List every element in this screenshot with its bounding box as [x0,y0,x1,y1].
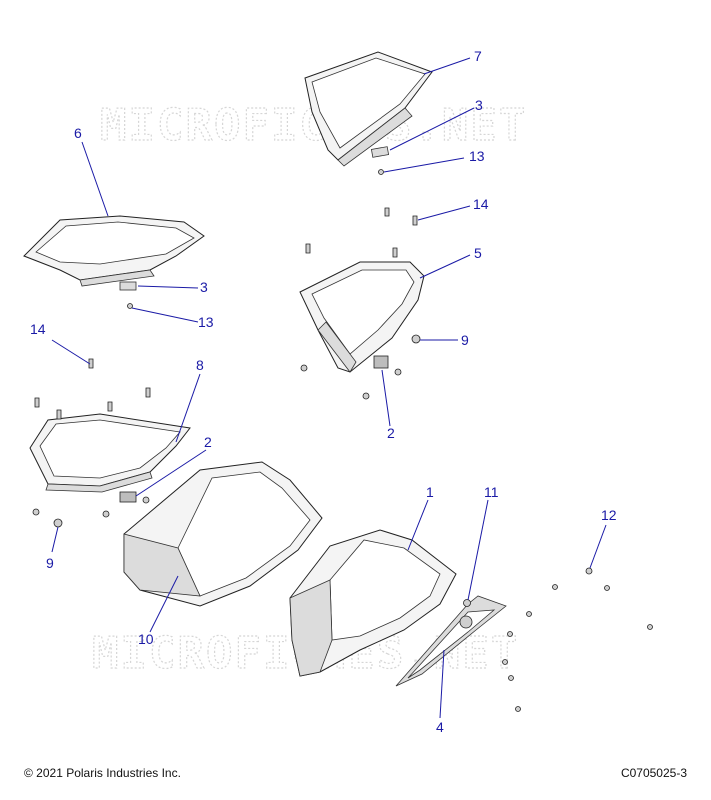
part-3-clip-left [119,281,137,291]
part-10-side-panel [123,461,323,607]
part-9-grommet-upper [411,334,421,344]
part-14-bolts-upper [305,207,418,258]
callout-12: 12 [601,507,617,523]
bin-left-fasteners [32,387,151,518]
drawing-number: C0705025-3 [620,766,687,780]
callout-2-upper: 2 [387,425,395,441]
part-5-storage-bin-upper [299,261,425,373]
part-14-bolt-left [88,358,94,369]
part-12-fasteners [502,567,653,712]
part-13-screw-upper [378,169,384,175]
callout-10: 10 [138,631,154,647]
part-3-clip-upper [370,146,390,158]
part-2-latch-upper [373,355,389,369]
callout-8: 8 [196,357,204,373]
callout-14-upper: 14 [473,196,489,212]
callout-numbers: 7 3 13 14 5 9 2 6 3 13 14 8 2 1 11 12 9 … [30,48,617,735]
callout-11: 11 [484,484,499,500]
copyright-notice: © 2021 Polaris Industries Inc. [24,766,181,780]
bin-upper-fasteners [300,364,402,400]
callout-3-left: 3 [200,279,208,295]
leader-lines [51,57,607,719]
callout-13-left: 13 [198,314,214,330]
part-2-latch-left [119,491,137,503]
part-8-storage-bin-left [29,413,191,493]
part-9-grommet-left [53,518,63,528]
part-11-fastener [463,599,471,607]
callout-9-left: 9 [46,555,54,571]
callout-14-left: 14 [30,321,46,337]
callout-3-upper: 3 [475,97,483,113]
callout-9-upper: 9 [461,332,469,348]
callout-13-upper: 13 [469,148,485,164]
callout-5: 5 [474,245,482,261]
callout-1: 1 [426,484,434,500]
callout-6: 6 [74,125,82,141]
part-7-lid-upper [304,51,433,167]
part-13-screw-left [127,303,133,309]
callout-4: 4 [436,719,444,735]
callout-7: 7 [474,48,482,64]
callout-2-left: 2 [204,434,212,450]
part-1-side-panel [289,529,457,677]
part-6-lid-left [23,215,205,287]
